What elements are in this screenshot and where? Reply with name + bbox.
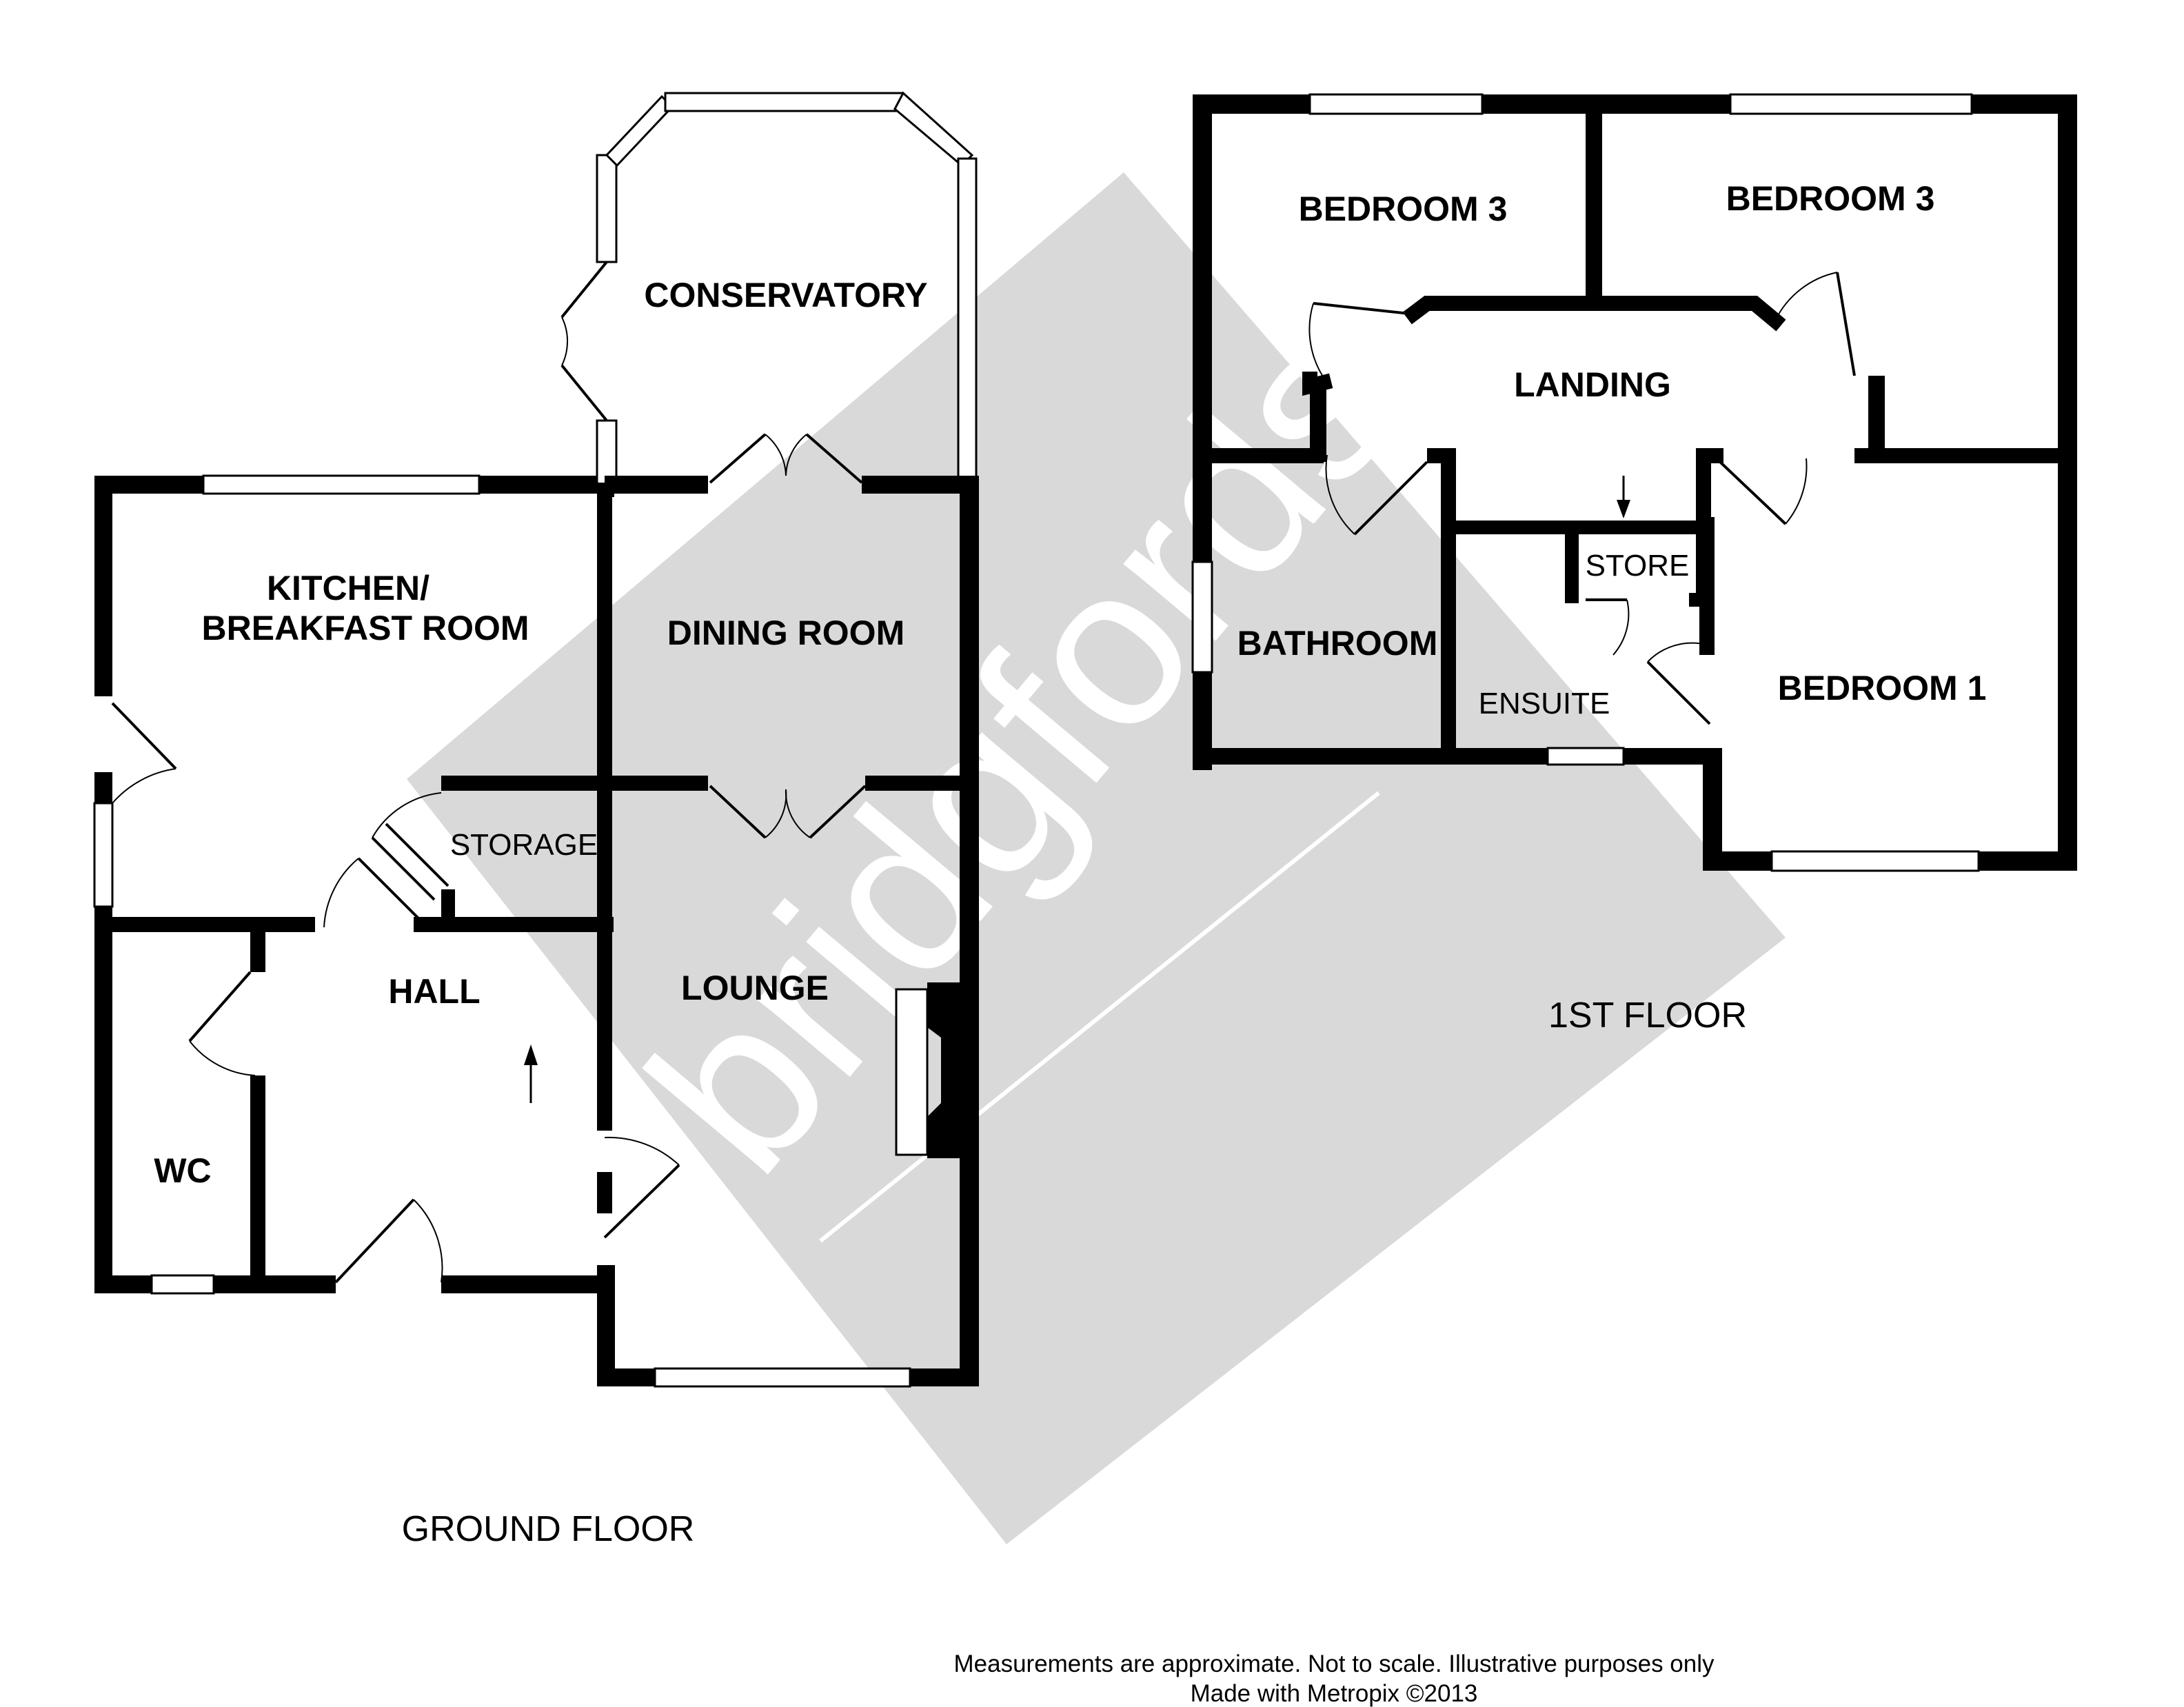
room-label-hall: HALL xyxy=(388,972,480,1011)
watermark-diamond xyxy=(407,172,1786,1544)
room-label-bathroom: BATHROOM xyxy=(1237,624,1438,663)
room-label-store: STORE xyxy=(1586,549,1690,583)
room-label-kitchen-line2: BREAKFAST ROOM xyxy=(202,609,529,647)
floor-caption-first: 1ST FLOOR xyxy=(1548,996,1747,1036)
floor-caption-ground: GROUND FLOOR xyxy=(402,1509,695,1549)
room-label-lounge: LOUNGE xyxy=(681,969,829,1007)
room-label-conservatory: CONSERVATORY xyxy=(644,276,927,314)
fireplace-hearth xyxy=(895,988,929,1156)
first-floor-plan xyxy=(1191,93,2077,872)
room-label-landing: LANDING xyxy=(1514,365,1671,404)
room-label-wc: WC xyxy=(154,1151,211,1190)
fireplace-chimney xyxy=(927,982,960,1158)
footer-disclaimer: Measurements are approximate. Not to sca… xyxy=(953,1650,1715,1677)
room-label-bedroom3-left: BEDROOM 3 xyxy=(1299,190,1508,228)
room-label-kitchen-line1: KITCHEN/ xyxy=(267,569,429,607)
ground-floor-plan xyxy=(93,91,979,1388)
footer-credit: Made with Metropix ©2013 xyxy=(1191,1680,1478,1707)
watermark-rule xyxy=(819,791,1380,1243)
room-label-ensuite: ENSUITE xyxy=(1479,687,1610,720)
room-label-dining: DINING ROOM xyxy=(667,614,904,652)
room-label-storage: STORAGE xyxy=(450,828,598,862)
room-label-bedroom3-right: BEDROOM 3 xyxy=(1726,179,1935,218)
room-label-bedroom1: BEDROOM 1 xyxy=(1778,669,1987,707)
